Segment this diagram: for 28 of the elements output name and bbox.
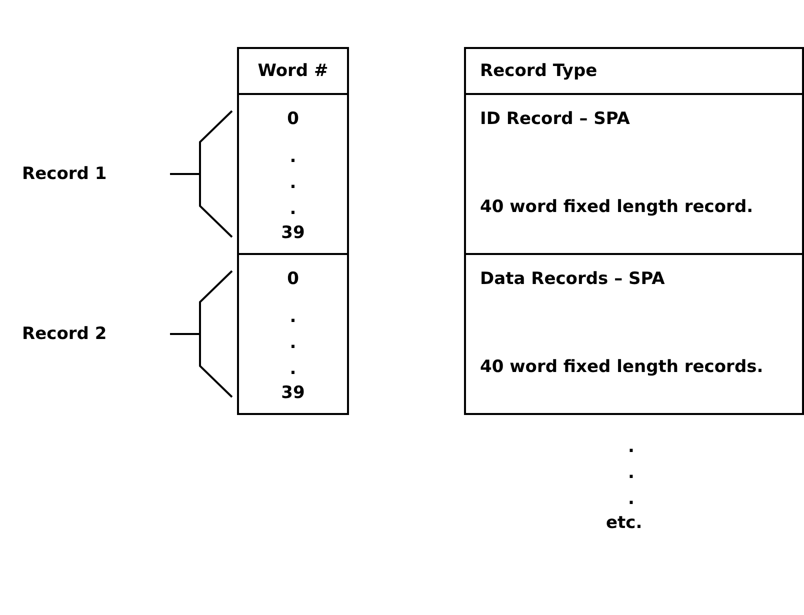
ellipsis-dot: . <box>628 463 634 483</box>
record-description: 40 word fixed length records. <box>480 357 764 377</box>
table-header-cell <box>237 47 349 95</box>
ellipsis-dot: . <box>288 333 298 353</box>
ellipsis-dot: . <box>288 307 298 327</box>
column-header: Word # <box>256 61 330 81</box>
word-number: 0 <box>286 269 300 289</box>
table-cell <box>464 93 804 255</box>
ellipsis-dot: . <box>628 489 634 509</box>
ellipsis-dot: . <box>288 359 298 379</box>
ellipsis-dot: . <box>628 437 634 457</box>
table-header-cell <box>464 47 804 95</box>
ellipsis-dot: . <box>288 173 298 193</box>
record-label: Record 1 <box>22 164 107 184</box>
record-title: Data Records – SPA <box>480 269 665 289</box>
ellipsis-dot: . <box>288 199 298 219</box>
table-cell <box>464 253 804 415</box>
record-description: 40 word fixed length record. <box>480 197 754 217</box>
column-header: Record Type <box>480 61 598 81</box>
word-number: 39 <box>280 223 306 243</box>
record-label: Record 2 <box>22 324 107 344</box>
table-cell <box>237 93 349 255</box>
table-cell <box>237 253 349 415</box>
ellipsis-dot: . <box>288 147 298 167</box>
word-number: 39 <box>280 383 306 403</box>
record-title: ID Record – SPA <box>480 109 630 129</box>
word-number: 0 <box>286 109 300 129</box>
etc-label: etc. <box>606 513 642 533</box>
